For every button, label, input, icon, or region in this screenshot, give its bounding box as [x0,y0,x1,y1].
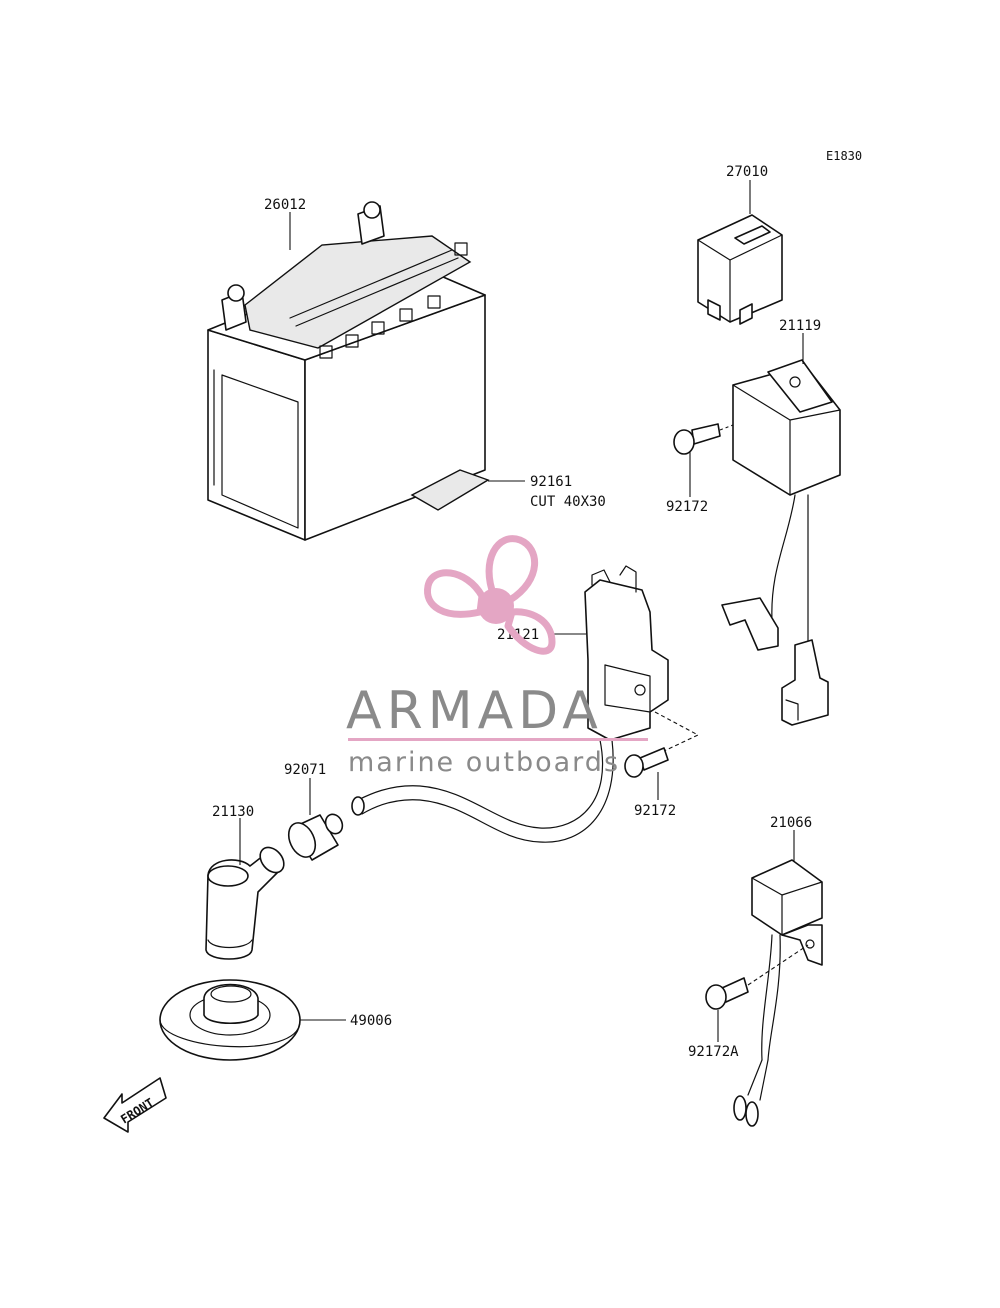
callout-26012: 26012 [264,197,306,213]
front-arrow: FRONT [103,1077,167,1133]
cap-seal-49006: 49006 [159,979,392,1061]
callout-49006: 49006 [350,1013,392,1029]
callout-92172-upper: 92172 [666,499,708,515]
bolt-92172A: 92172A [688,944,809,1060]
regulator-21066: 21066 [733,815,823,1127]
cdi-unit-21119: 21119 [721,318,841,726]
propeller-logo-icon [424,535,556,655]
callout-21119: 21119 [779,318,821,334]
armada-watermark: ARMADA marine outboards [346,535,648,778]
diagram-code: E1830 [826,149,862,163]
battery-26012: 26012 [207,197,486,541]
callout-21066: 21066 [770,815,812,831]
callout-92161: 92161 [530,474,572,490]
callout-27010: 27010 [726,164,768,180]
callout-21130: 21130 [212,804,254,820]
callout-92172A: 92172A [688,1044,739,1060]
pickup-lead-hose [351,739,614,843]
grommet-92071: 92071 [284,762,344,861]
callout-92172-lower: 92172 [634,803,676,819]
battery-pad-92161: 92161 CUT 40X30 [410,469,606,511]
plug-cap-21130: 21130 [205,804,285,960]
bolt-92172-upper: 92172 [666,423,734,515]
callout-92161-note: CUT 40X30 [530,494,606,510]
watermark-brand: ARMADA [346,681,603,741]
relay-27010: 27010 [697,164,783,325]
pickup-coil-21121: 21121 [497,565,700,753]
bolt-92172-lower: 92172 [624,747,676,819]
watermark-tagline: marine outboards [348,747,620,778]
callout-92071: 92071 [284,762,326,778]
watermark-rule [348,738,648,741]
